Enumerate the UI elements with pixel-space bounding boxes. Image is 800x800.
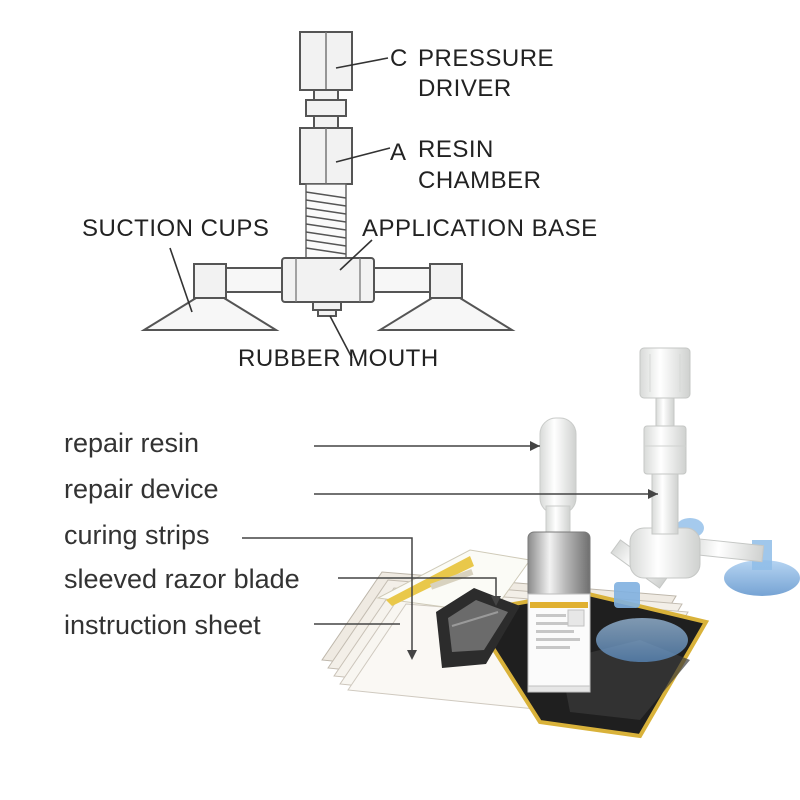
application-base-part	[281, 257, 375, 303]
rubber-mouth-label: RUBBER MOUTH	[238, 345, 439, 372]
repair-device-arrowhead	[648, 489, 658, 499]
kit-item-repair-device: repair device	[64, 474, 219, 504]
sleeved-razor-blade-item	[436, 588, 520, 668]
left-suction-cup-part	[140, 263, 280, 331]
sleeved-razor-blade-arrowhead	[491, 596, 501, 606]
kit-contents-illustration: repair resin repair device curing strips…	[64, 347, 800, 739]
kit-item-curing-strips: curing strips	[64, 520, 210, 550]
curing-strips-leader	[242, 537, 413, 658]
right-arm-part	[371, 267, 431, 293]
pressure-driver-label-line2: DRIVER	[418, 75, 512, 102]
rubber-mouth-part	[312, 301, 342, 317]
resin-chamber-label-line2: CHAMBER	[418, 167, 542, 194]
left-arm-part	[225, 267, 283, 293]
instruction-sheet-item	[376, 549, 531, 609]
repair-resin-arrowhead	[530, 441, 540, 451]
application-base-label: APPLICATION BASE	[362, 215, 598, 242]
front-suction-cup-item	[596, 582, 688, 662]
device-schematic: C PRESSURE DRIVER A RESIN CHAMBER SUCTIO…	[82, 31, 598, 372]
sleeved-razor-blade-leader	[338, 577, 497, 604]
pressure-driver-letter: C	[390, 45, 408, 72]
spring-part	[305, 183, 347, 263]
rubber-mouth-leader	[329, 315, 353, 359]
kit-item-sleeved-razor-blade: sleeved razor blade	[64, 564, 300, 594]
pressure-driver-label-line1: PRESSURE	[418, 45, 554, 72]
resin-chamber-letter: A	[390, 139, 407, 166]
suction-cups-label: SUCTION CUPS	[82, 215, 269, 242]
pressure-driver-leader	[335, 57, 389, 69]
repair-resin-bottle-item	[527, 417, 591, 693]
curing-strips-arrowhead	[407, 650, 417, 660]
resin-chamber-label-line1: RESIN	[418, 136, 494, 163]
application-base-leader	[339, 239, 373, 271]
suction-cups-leader	[169, 247, 193, 313]
resin-chamber-part	[299, 127, 353, 185]
pressure-driver-part	[299, 31, 353, 129]
kit-item-instruction-sheet: instruction sheet	[64, 610, 261, 640]
kit-item-repair-resin: repair resin	[64, 428, 199, 458]
repair-device-item	[610, 347, 800, 596]
resin-chamber-leader	[335, 147, 391, 163]
right-suction-cup-part	[376, 263, 516, 331]
